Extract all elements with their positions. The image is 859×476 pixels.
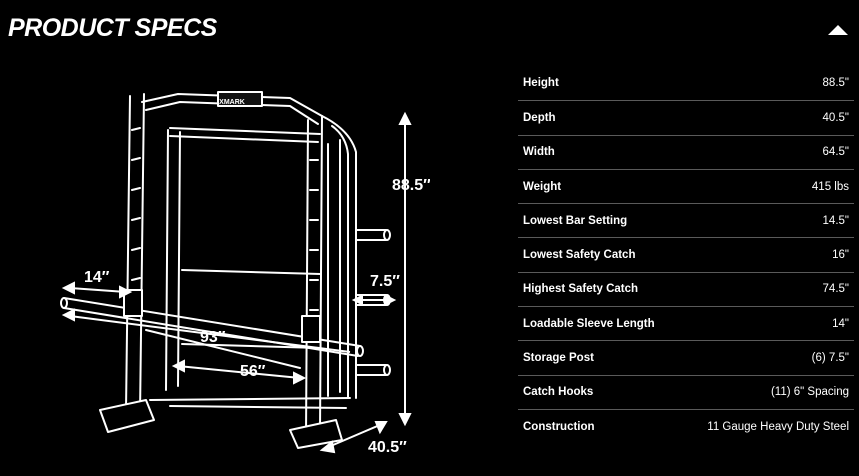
dim-height-label: 88.5″: [392, 177, 430, 194]
spec-row-width: Width 64.5": [518, 134, 854, 169]
spec-row-storage-post: Storage Post (6) 7.5": [518, 340, 854, 374]
spec-label: Depth: [523, 111, 556, 124]
spec-value: 16": [832, 249, 849, 262]
spec-value: 64.5": [822, 146, 849, 159]
spec-value: 14": [832, 317, 849, 330]
spec-row-highest-safety-catch: Highest Safety Catch 74.5": [518, 271, 854, 306]
dim-bar-length-label: 93″: [200, 329, 226, 346]
collapse-button[interactable]: [826, 22, 850, 38]
smith-machine-illustration: XMARK 88.5″ 14″ 93″ 56″ 7.5″ 40.5″: [60, 91, 430, 456]
spec-label: Lowest Bar Setting: [523, 214, 628, 227]
chevron-up-icon: [828, 25, 848, 35]
spec-label: Catch Hooks: [523, 386, 594, 399]
dim-inner-width-label: 56″: [240, 363, 266, 380]
section-title: PRODUCT SPECS: [8, 14, 217, 42]
specs-table: Height 88.5" Depth 40.5" Width 64.5" Wei…: [518, 66, 854, 443]
spec-label: Loadable Sleeve Length: [523, 317, 655, 330]
spec-row-loadable-sleeve-length: Loadable Sleeve Length 14": [518, 306, 854, 340]
spec-row-lowest-bar-setting: Lowest Bar Setting 14.5": [518, 203, 854, 237]
spec-value: 40.5": [822, 111, 849, 124]
spec-value: 74.5": [822, 283, 849, 296]
spec-value: (6) 7.5": [811, 352, 849, 365]
brand-plate-text: XMARK: [219, 99, 245, 106]
spec-value: 415 lbs: [811, 180, 849, 193]
spec-label: Weight: [523, 180, 562, 193]
spec-row-weight: Weight 415 lbs: [518, 168, 854, 203]
spec-label: Construction: [523, 420, 595, 433]
spec-label: Highest Safety Catch: [523, 283, 639, 296]
spec-value: (11) 6" Spacing: [770, 386, 849, 399]
spec-value: 11 Gauge Heavy Duty Steel: [707, 420, 849, 433]
spec-row-construction: Construction 11 Gauge Heavy Duty Steel: [518, 408, 854, 443]
dim-storage-post-label: 7.5″: [370, 273, 400, 290]
spec-value: 88.5": [822, 77, 849, 90]
spec-row-depth: Depth 40.5": [518, 100, 854, 134]
spec-value: 14.5": [822, 214, 849, 227]
dim-width-left-label: 14″: [84, 269, 110, 286]
spec-row-catch-hooks: Catch Hooks (11) 6" Spacing: [518, 374, 854, 409]
spec-row-height: Height 88.5": [518, 66, 854, 100]
spec-label: Lowest Safety Catch: [523, 249, 636, 262]
smith-machine-diagram: XMARK 88.5″ 14″ 93″ 56″ 7.5″ 40.5″: [50, 80, 430, 476]
spec-label: Storage Post: [523, 352, 594, 365]
section-header: PRODUCT SPECS: [0, 0, 859, 60]
dim-depth-label: 40.5″: [368, 439, 407, 456]
spec-row-lowest-safety-catch: Lowest Safety Catch 16": [518, 237, 854, 271]
spec-label: Width: [523, 146, 555, 159]
spec-label: Height: [523, 77, 559, 90]
